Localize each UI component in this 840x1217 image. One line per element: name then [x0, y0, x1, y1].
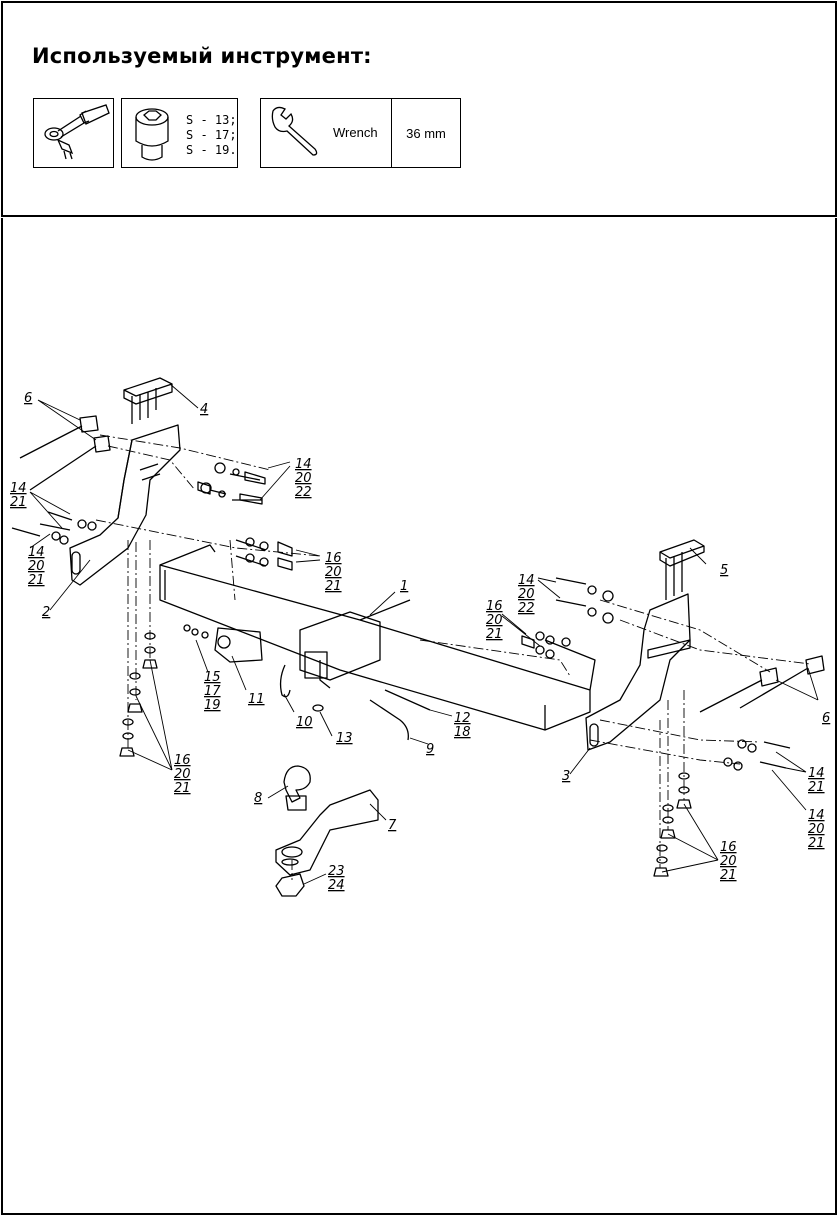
callout-c16b-line-2: 21: [486, 627, 503, 642]
callout-c23-line-0: 23: [328, 864, 345, 879]
callout-c16c-line-2: 21: [174, 781, 191, 796]
callout-c14e-line-0: 14: [808, 766, 825, 781]
callout-c14a-line-0: 14: [295, 457, 312, 472]
callout-c16d-line-0: 16: [720, 840, 737, 855]
socket-bracket: [214, 627, 263, 663]
callout-c14d-line-1: 20: [518, 587, 535, 602]
callout-c16a-line-1: 20: [325, 565, 342, 580]
left-spacer-plate: [79, 415, 111, 453]
right-bracket: [585, 593, 691, 751]
callout-c14a-line-1: 20: [295, 471, 312, 486]
callout-c14a-line-2: 22: [295, 485, 312, 500]
callout-c3-line-0: 3: [562, 769, 570, 784]
callout-c14b-line-0: 14: [10, 481, 27, 496]
callout-c16a-line-0: 16: [325, 551, 342, 566]
left-bolts: [11, 462, 293, 571]
callout-c16b-line-1: 20: [486, 613, 503, 628]
left-bracket: [69, 424, 181, 586]
left-mount-plate: [123, 377, 173, 405]
left-vertical-fasteners: [119, 632, 158, 757]
callout-c11-line-0: 11: [248, 692, 265, 707]
wrench-icon: [271, 106, 318, 156]
assembly-panel: [1, 218, 837, 1215]
page-title: Используемый инструмент:: [32, 44, 372, 68]
callout-c9-line-0: 9: [426, 742, 434, 757]
socket-tool-box: S - 13; S - 17; S - 19.: [121, 98, 238, 168]
callout-c16d-line-1: 20: [720, 854, 737, 869]
callout-c1-line-0: 1: [400, 579, 408, 594]
callout-c16c-line-1: 20: [174, 767, 191, 782]
callout-c23-line-1: 24: [328, 878, 345, 893]
tow-ball: [283, 765, 311, 803]
right-mount-plate: [659, 539, 705, 567]
callout-c10-line-0: 10: [296, 715, 313, 730]
callout-c14f-line-1: 20: [808, 822, 825, 837]
main-crossbar: [159, 564, 591, 731]
callout-c7-line-0: 7: [388, 818, 397, 833]
callout-c5-line-0: 5: [720, 563, 728, 578]
callout-c14e-line-1: 21: [808, 780, 825, 795]
callout-c14f-line-2: 21: [808, 836, 825, 851]
callout-c8-line-0: 8: [254, 791, 262, 806]
callout-c14c-line-2: 21: [28, 573, 45, 588]
callout-c14b-line-1: 21: [10, 495, 27, 510]
receiver-tube: [299, 611, 381, 681]
callout-c2-line-0: 2: [42, 605, 50, 620]
ratchet-tool-box: [33, 98, 114, 168]
callout-c14c-line-1: 20: [28, 559, 45, 574]
callout-c14c-line-0: 14: [28, 545, 45, 560]
callout-c15-line-1: 17: [204, 684, 221, 699]
callout-c4-line-0: 4: [200, 402, 208, 417]
socket-icon: [135, 108, 169, 161]
right-spacer-plate: [759, 655, 825, 687]
socket-sizes: S - 13; S - 17; S - 19.: [186, 113, 237, 157]
wrench-label: Wrench: [333, 125, 378, 140]
callout-c12-line-0: 12: [454, 711, 471, 726]
wrench-tool-box: Wrench 36 mm: [260, 98, 461, 168]
callout-c15-line-0: 15: [204, 670, 221, 685]
callout-c6r-line-0: 6: [822, 711, 830, 726]
tools-panel: [1, 1, 837, 217]
callout-c14d-line-0: 14: [518, 573, 535, 588]
callout-c16b-line-0: 16: [486, 599, 503, 614]
ball-mount: [275, 789, 379, 876]
callout-c15-line-2: 19: [204, 698, 221, 713]
callout-c6l-line-0: 6: [24, 391, 32, 406]
callout-c14f-line-0: 14: [808, 808, 825, 823]
callout-c16d-line-2: 21: [720, 868, 737, 883]
callout-c14d-line-2: 22: [518, 601, 535, 616]
callout-c12-line-1: 18: [454, 725, 471, 740]
callout-c16a-line-2: 21: [325, 579, 342, 594]
callout-c13-line-0: 13: [336, 731, 353, 746]
wrench-size: 36 mm: [391, 99, 460, 167]
ratchet-icon: [44, 104, 110, 160]
callout-c16c-line-0: 16: [174, 753, 191, 768]
